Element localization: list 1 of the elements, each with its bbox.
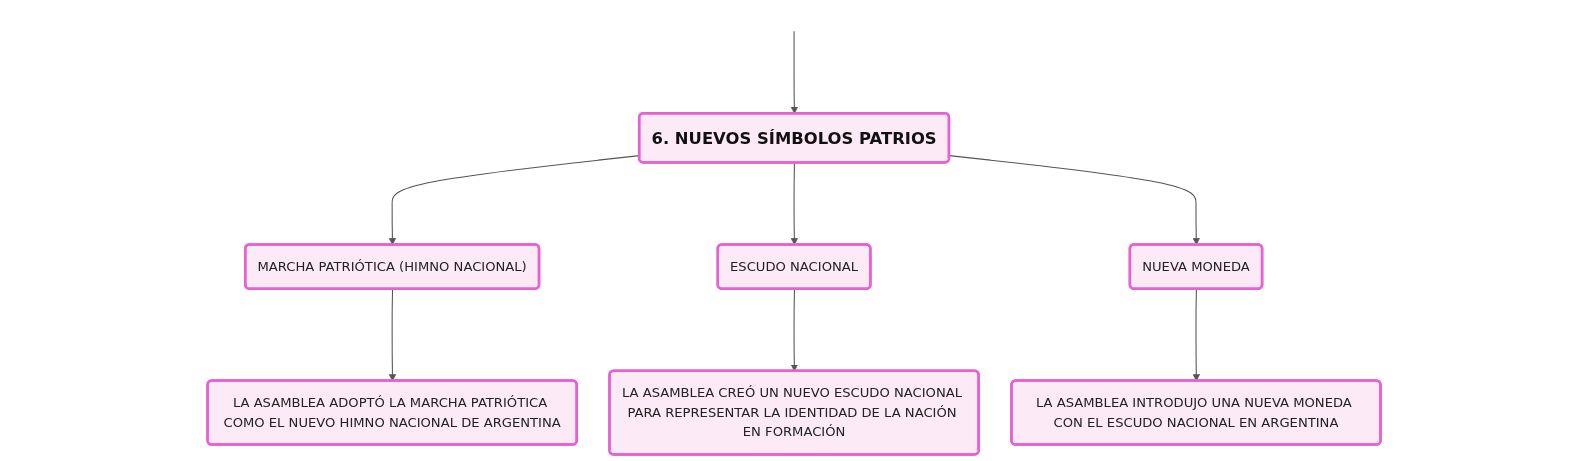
arrow [791, 30, 799, 114]
